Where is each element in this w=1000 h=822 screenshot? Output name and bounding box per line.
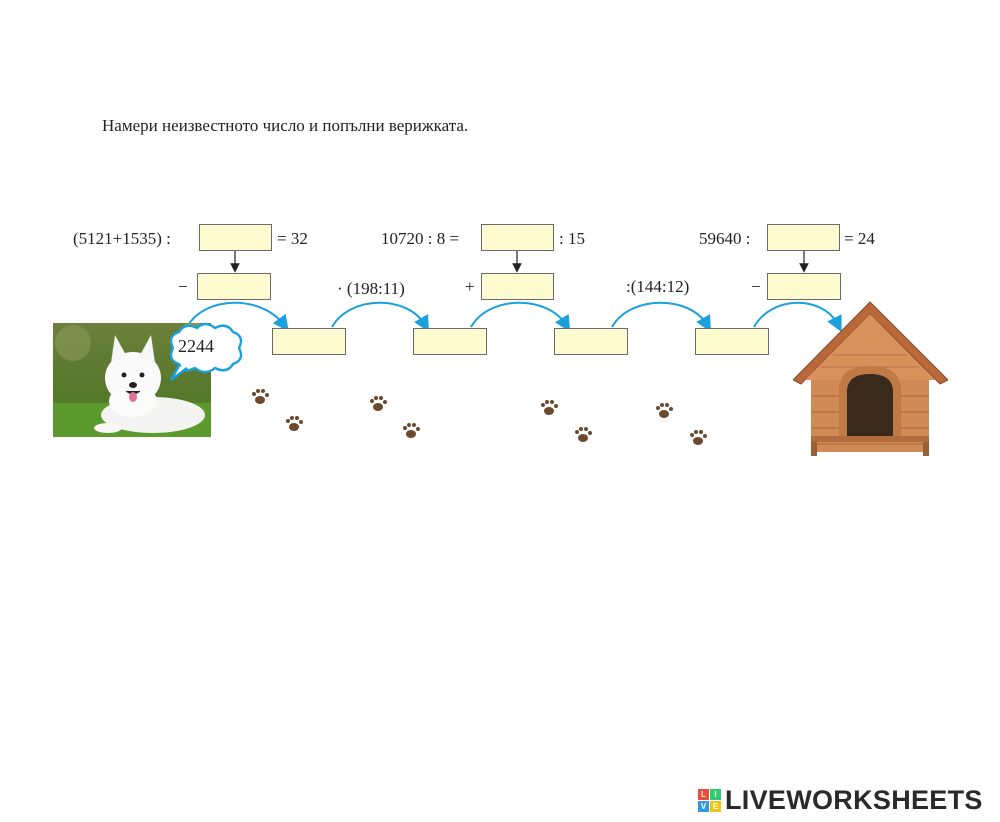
logo-letter: L — [698, 789, 709, 800]
paw-icon — [286, 416, 303, 431]
chain-box-3[interactable] — [554, 328, 628, 355]
operator-1: − — [178, 277, 188, 296]
logo-letter: E — [710, 801, 721, 812]
expr3-left: 59640 : — [699, 229, 751, 248]
instruction-text: Намери неизвестното число и попълни вери… — [102, 116, 469, 135]
chain-arrow-4 — [611, 301, 711, 332]
answer-box-top-3[interactable] — [767, 224, 840, 251]
start-value: 2244 — [178, 336, 214, 356]
expr2-right: : 15 — [559, 229, 585, 248]
operand-box-3[interactable] — [481, 273, 554, 300]
liveworksheets-logo-icon: L I V E — [698, 789, 721, 812]
paw-icon — [252, 389, 269, 404]
logo-letter: V — [698, 801, 709, 812]
operand-box-1[interactable] — [197, 273, 271, 300]
paw-icon — [656, 403, 673, 418]
paw-icon — [575, 427, 592, 442]
answer-box-top-1[interactable] — [199, 224, 272, 251]
paw-icon — [403, 423, 420, 438]
chain-box-1[interactable] — [272, 328, 346, 355]
chain-arrow-1 — [186, 301, 289, 332]
chain-arrow-3 — [470, 301, 571, 332]
operator-5: − — [751, 277, 761, 296]
expr1-left: (5121+1535) : — [73, 229, 171, 248]
chain-arrow-5 — [753, 301, 842, 333]
expr3-right: = 24 — [844, 229, 875, 248]
paw-icon — [370, 396, 387, 411]
liveworksheets-brand: L I V E LIVEWORKSHEETS — [698, 785, 983, 816]
expr2-left: 10720 : 8 = — [381, 229, 460, 248]
expr1-right: = 32 — [277, 229, 308, 248]
paw-icon — [690, 430, 707, 445]
operator-3: + — [465, 277, 475, 296]
operator-4: :(144:12) — [626, 277, 690, 296]
dog-image — [53, 323, 211, 437]
chain-arrow-2 — [331, 301, 429, 332]
logo-letter: I — [710, 789, 721, 800]
speech-bubble — [169, 322, 243, 381]
brand-text: LIVEWORKSHEETS — [725, 785, 983, 815]
chain-box-4[interactable] — [695, 328, 769, 355]
operand-box-5[interactable] — [767, 273, 841, 300]
paw-icon — [541, 400, 558, 415]
chain-box-2[interactable] — [413, 328, 487, 355]
doghouse-image — [793, 301, 948, 456]
operator-2: · (198:11) — [337, 279, 405, 298]
answer-box-top-2[interactable] — [481, 224, 554, 251]
